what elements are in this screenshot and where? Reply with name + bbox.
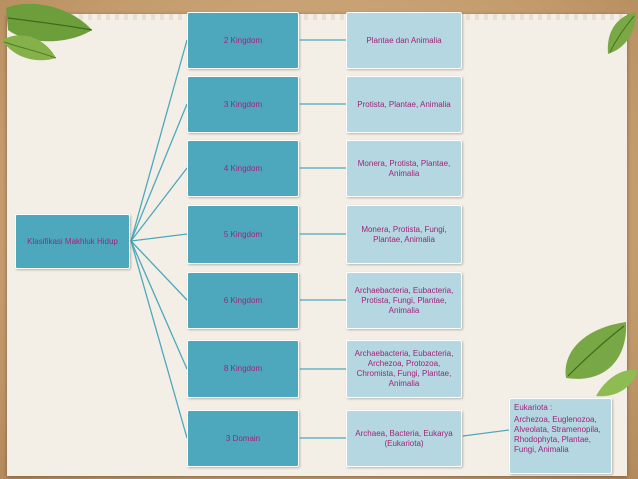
leaf-decoration-top-left xyxy=(2,3,93,61)
kingdom-label: 8 Kingdom xyxy=(223,364,263,373)
root-node: Klasifikasi Makhluk Hidup xyxy=(15,214,130,269)
eukariota-text: Archezoa, Euglenozoa, Alveolata, Stramen… xyxy=(514,415,601,454)
group-label: Plantae dan Animalia xyxy=(366,35,442,45)
group-label: Archaea, Bacteria, Eukarya (Eukariota) xyxy=(355,428,453,448)
eukariota-box: Eukariota : Archezoa, Euglenozoa, Alveol… xyxy=(509,398,612,474)
kingdom-box-6: 6 Kingdom xyxy=(187,272,299,329)
kingdom-box-4: 4 Kingdom xyxy=(187,140,299,197)
root-label: Klasifikasi Makhluk Hidup xyxy=(27,236,118,246)
group-label: Monera, Protista, Fungi, Plantae, Animal… xyxy=(361,224,447,244)
root-to-kingdom-connector xyxy=(130,103,188,242)
group-label: Archaebacteria, Eubacteria, Archezoa, Pr… xyxy=(354,349,454,388)
root-to-kingdom-connector xyxy=(130,39,188,242)
group-to-eukariota-connector xyxy=(462,429,510,437)
kingdom-label: 3 Kingdom xyxy=(223,99,263,109)
group-box-3-kingdom: Protista, Plantae, Animalia xyxy=(346,76,462,133)
group-label: Protista, Plantae, Animalia xyxy=(357,99,451,109)
kingdom-label: 3 Domain xyxy=(225,433,261,443)
group-box-6-kingdom: Archaebacteria, Eubacteria, Protista, Fu… xyxy=(346,272,462,329)
leaf-decoration-right xyxy=(565,322,638,397)
kingdom-box-5: 5 Kingdom xyxy=(187,205,299,264)
kingdom-box-8: 8 Kingdom xyxy=(187,340,299,398)
root-to-kingdom-connector xyxy=(130,240,188,301)
group-box-5-kingdom: Monera, Protista, Fungi, Plantae, Animal… xyxy=(346,205,462,264)
group-label: Archaebacteria, Eubacteria, Protista, Fu… xyxy=(354,285,454,315)
kingdom-label: 4 Kingdom xyxy=(223,163,263,173)
group-box-3-domain: Archaea, Bacteria, Eukarya (Eukariota) xyxy=(346,410,462,467)
root-to-kingdom-connector xyxy=(130,167,188,242)
group-label: Monera, Protista, Plantae, Animalia xyxy=(357,158,451,178)
group-box-4-kingdom: Monera, Protista, Plantae, Animalia xyxy=(346,140,462,197)
domain-box-3: 3 Domain xyxy=(187,410,299,467)
kingdom-box-3: 3 Kingdom xyxy=(187,76,299,133)
group-box-8-kingdom: Archaebacteria, Eubacteria, Archezoa, Pr… xyxy=(346,340,462,398)
kingdom-label: 6 Kingdom xyxy=(223,295,263,305)
kingdom-label: 5 Kingdom xyxy=(223,229,263,239)
root-to-kingdom-connector xyxy=(130,240,188,370)
leaf-decoration-top-right xyxy=(607,12,636,54)
kingdom-box-2: 2 Kingdom xyxy=(187,12,299,69)
group-box-2-kingdom: Plantae dan Animalia xyxy=(346,12,462,69)
root-to-kingdom-connector xyxy=(130,233,188,242)
root-to-kingdom-connector xyxy=(130,240,188,439)
kingdom-label: 2 Kingdom xyxy=(223,35,263,45)
eukariota-title: Eukariota : xyxy=(514,403,553,412)
